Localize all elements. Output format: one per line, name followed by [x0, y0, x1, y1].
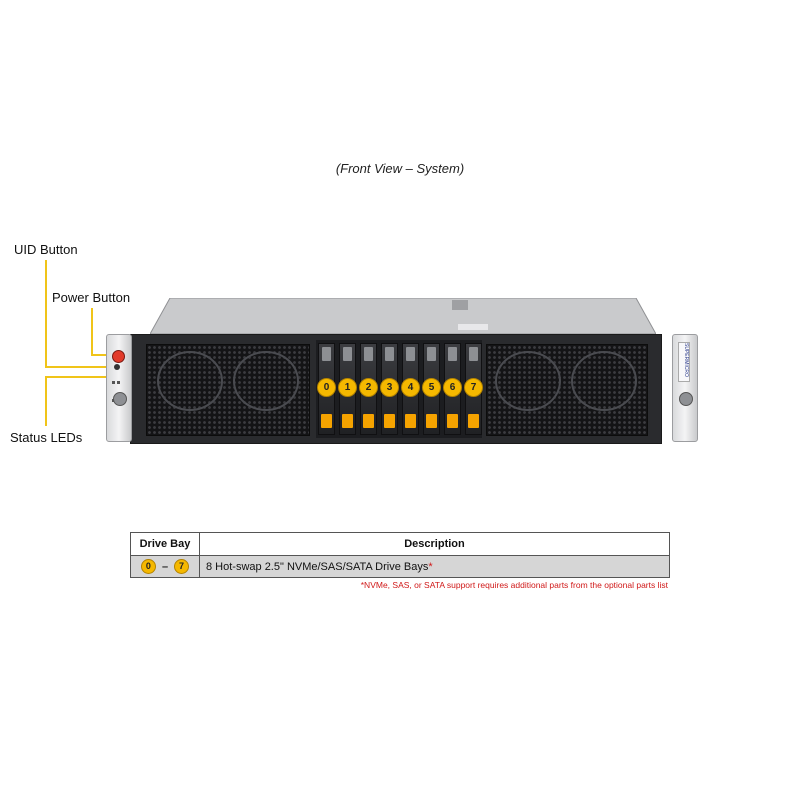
status-led-icon — [112, 381, 115, 384]
drive-bay-3[interactable]: 3 — [380, 343, 399, 435]
bay-latch[interactable] — [447, 414, 458, 428]
description-text: 8 Hot-swap 2.5" NVMe/SAS/SATA Drive Bays — [206, 560, 429, 573]
fan-icon — [157, 351, 223, 411]
power-leader-horizontal — [91, 354, 113, 356]
fan-icon — [233, 351, 299, 411]
bay-latch[interactable] — [342, 414, 353, 428]
bay-release-tab — [448, 347, 457, 361]
table-footnote: *NVMe, SAS, or SATA support requires add… — [360, 580, 668, 590]
power-leader-vertical — [91, 308, 93, 356]
range-dash: – — [161, 560, 169, 573]
bay-latch[interactable] — [468, 414, 479, 428]
chassis-top-panel — [150, 298, 656, 334]
drive-bay-2[interactable]: 2 — [359, 343, 378, 435]
bay-release-tab — [385, 347, 394, 361]
bay-release-tab — [406, 347, 415, 361]
uid-leader-vertical — [45, 260, 47, 368]
drive-bay-1[interactable]: 1 — [338, 343, 357, 435]
bay-release-tab — [322, 347, 331, 361]
bay-latch[interactable] — [384, 414, 395, 428]
drive-bay-5[interactable]: 5 — [422, 343, 441, 435]
bay-latch[interactable] — [321, 414, 332, 428]
fan-icon — [571, 351, 637, 411]
bay-badge-end: 7 — [174, 559, 190, 574]
drive-bay-table: Drive Bay Description 0–7 8 Hot-swap 2.5… — [130, 532, 670, 578]
fan-icon — [495, 351, 561, 411]
drive-bay-7[interactable]: 7 — [464, 343, 483, 435]
bay-number-badge: 7 — [464, 378, 483, 397]
leds-leader-vertical — [45, 376, 47, 426]
bay-latch[interactable] — [426, 414, 437, 428]
drive-bay-range-cell: 0–7 — [130, 555, 200, 578]
left-thumbscrew-icon[interactable] — [113, 392, 127, 406]
status-leds-label: Status LEDs — [10, 430, 83, 445]
table-row: 0–7 8 Hot-swap 2.5" NVMe/SAS/SATA Drive … — [130, 555, 670, 578]
bay-latch[interactable] — [405, 414, 416, 428]
right-fan-grille — [486, 344, 648, 436]
left-fan-grille — [146, 344, 310, 436]
drive-bay-area: 0 1 2 3 4 5 6 7 — [316, 340, 483, 438]
brand-tag: SUPERMICRO — [678, 342, 690, 382]
bay-release-tab — [343, 347, 352, 361]
bay-release-tab — [469, 347, 478, 361]
status-leds — [111, 372, 125, 402]
bay-number-badge: 0 — [317, 378, 336, 397]
description-header: Description — [199, 532, 670, 556]
bay-release-tab — [427, 347, 436, 361]
uid-leader-horizontal — [45, 366, 113, 368]
bay-number-badge: 6 — [443, 378, 462, 397]
bay-badge-start: 0 — [140, 559, 156, 574]
drive-bay-6[interactable]: 6 — [443, 343, 462, 435]
bay-number-badge: 3 — [380, 378, 399, 397]
bay-number-badge: 5 — [422, 378, 441, 397]
drive-bay-0[interactable]: 0 — [317, 343, 336, 435]
uid-button-label: UID Button — [14, 242, 78, 257]
bay-number-badge: 1 — [338, 378, 357, 397]
footnote-asterisk: * — [428, 560, 433, 573]
status-led-icon — [117, 381, 120, 384]
right-thumbscrew-icon[interactable] — [679, 392, 693, 406]
drive-bay-header: Drive Bay — [130, 532, 200, 556]
power-button-label: Power Button — [52, 290, 131, 305]
table-header-row: Drive Bay Description — [130, 532, 670, 556]
bay-number-badge: 2 — [359, 378, 378, 397]
bay-release-tab — [364, 347, 373, 361]
view-caption: (Front View – System) — [335, 161, 465, 176]
uid-button[interactable] — [112, 350, 125, 363]
leds-leader-horizontal — [45, 376, 111, 378]
drive-bay-4[interactable]: 4 — [401, 343, 420, 435]
bay-latch[interactable] — [363, 414, 374, 428]
description-cell: 8 Hot-swap 2.5" NVMe/SAS/SATA Drive Bays… — [199, 555, 670, 578]
bay-number-badge: 4 — [401, 378, 420, 397]
power-button[interactable] — [114, 364, 120, 370]
